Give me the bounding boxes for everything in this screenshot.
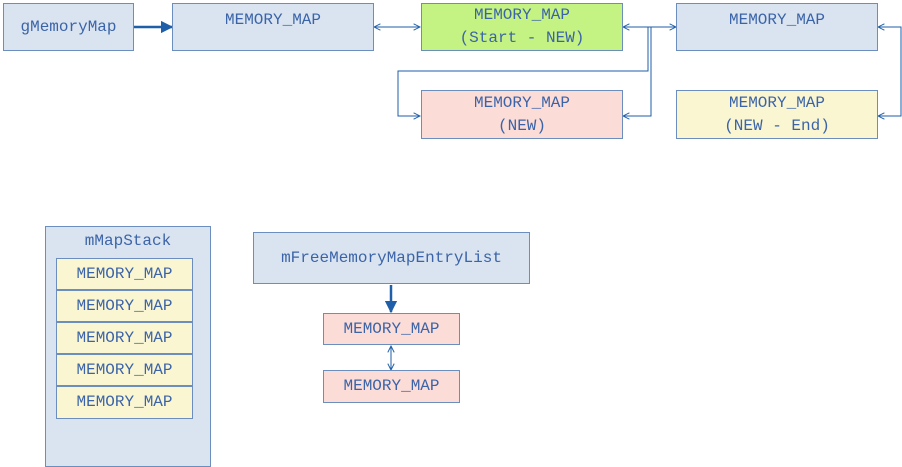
- stack-item: MEMORY_MAP: [56, 290, 193, 322]
- gmemorymap-node: gMemoryMap: [3, 3, 134, 51]
- node-sublabel: (NEW): [497, 116, 546, 135]
- free-list-item-label: MEMORY_MAP: [343, 377, 440, 395]
- stack-item-label: MEMORY_MAP: [76, 328, 173, 347]
- node-label: MEMORY_MAP: [728, 93, 825, 112]
- stack-item: MEMORY_MAP: [56, 258, 193, 290]
- node-label: MEMORY_MAP: [473, 6, 570, 24]
- free-list-item: MEMORY_MAP: [323, 370, 460, 403]
- map-stack-title: mMapStack: [84, 232, 172, 250]
- stack-item: MEMORY_MAP: [56, 354, 193, 386]
- node-sublabel: (Start - NEW): [459, 29, 585, 47]
- memory-map-node: MEMORY_MAP: [676, 3, 878, 51]
- link-3-2: [623, 27, 652, 116]
- free-list-item: MEMORY_MAP: [323, 313, 460, 345]
- node-label: MEMORY_MAP: [728, 11, 825, 29]
- node-sublabel: (NEW - End): [724, 116, 830, 135]
- stack-item-label: MEMORY_MAP: [76, 360, 173, 379]
- stack-item: MEMORY_MAP: [56, 386, 193, 419]
- gmemorymap-label: gMemoryMap: [20, 17, 117, 36]
- node-label: MEMORY_MAP: [473, 93, 570, 112]
- stack-item-label: MEMORY_MAP: [76, 393, 173, 411]
- link-2-4: [878, 27, 902, 116]
- node-label: MEMORY_MAP: [224, 11, 321, 29]
- free-list-item-label: MEMORY_MAP: [343, 319, 440, 338]
- stack-item-label: MEMORY_MAP: [76, 264, 173, 283]
- free-list-head-node: mFreeMemoryMapEntryList: [253, 232, 530, 284]
- stack-item: MEMORY_MAP: [56, 322, 193, 354]
- memory-map-node-new: MEMORY_MAP (NEW): [421, 90, 623, 139]
- free-list-head-label: mFreeMemoryMapEntryList: [281, 248, 502, 267]
- stack-item-label: MEMORY_MAP: [76, 296, 173, 315]
- memory-map-node-start-new: MEMORY_MAP (Start - NEW): [421, 3, 623, 51]
- memory-map-node: MEMORY_MAP: [172, 3, 374, 51]
- memory-map-node-new-end: MEMORY_MAP (NEW - End): [676, 90, 878, 139]
